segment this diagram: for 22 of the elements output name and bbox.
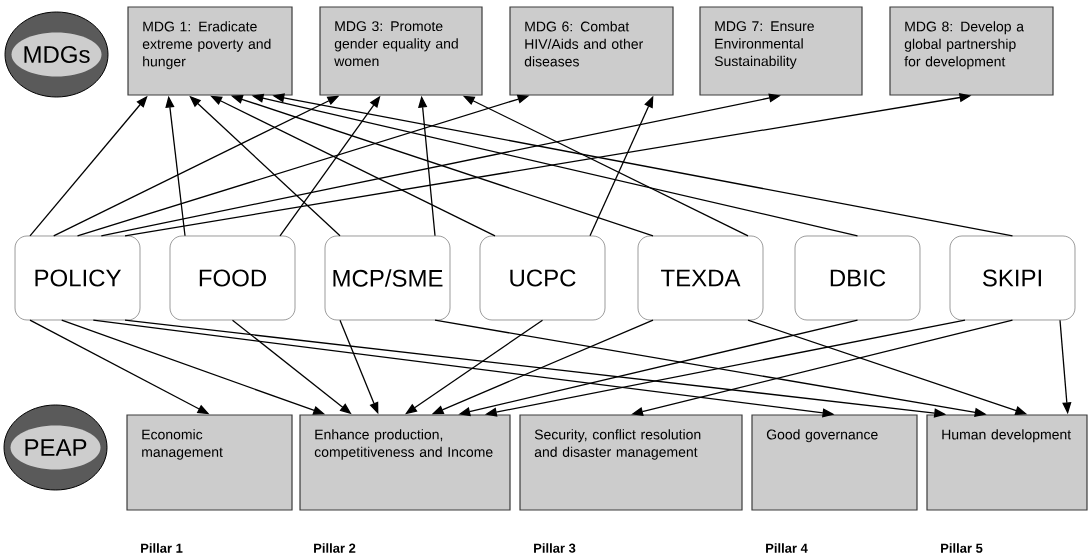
pillar-label: Pillar 4	[766, 543, 808, 553]
pillar-label: Pillar 3	[534, 543, 576, 553]
pillar-label: Pillar 2	[314, 543, 356, 553]
program-box: TEXDA	[637, 235, 764, 321]
goal-box: MDG 8: Develop a global partnership for development	[889, 6, 1054, 96]
pillar-label: Pillar 5	[941, 543, 983, 553]
goal-box: MDG 3: Promote gender equality and women	[319, 6, 483, 96]
pillar-box: Good governance	[751, 414, 918, 511]
program-box: FOOD	[169, 235, 296, 321]
goal-box: MDG 7: Ensure Environmental Sustainability	[699, 6, 863, 96]
goal-box: MDG 1: Eradicate extreme poverty and hunger	[127, 6, 293, 96]
program-box: MCP/SME	[324, 235, 451, 321]
program-box: POLICY	[14, 235, 141, 321]
program-box: SKIPI	[949, 235, 1076, 321]
pillar-box: Human development	[926, 414, 1088, 511]
pillar-box: Economic management	[126, 414, 293, 511]
pillar-label: Pillar 1	[141, 543, 183, 553]
goal-box: MDG 6: Combat HIV/Aids and other diseases	[509, 6, 674, 96]
pillar-box: Enhance production, competitiveness and Income	[299, 414, 511, 511]
program-box: DBIC	[794, 235, 921, 321]
pillar-box: Security, conflict resolution and disaster management	[519, 414, 743, 511]
program-box: UCPC	[479, 235, 606, 321]
